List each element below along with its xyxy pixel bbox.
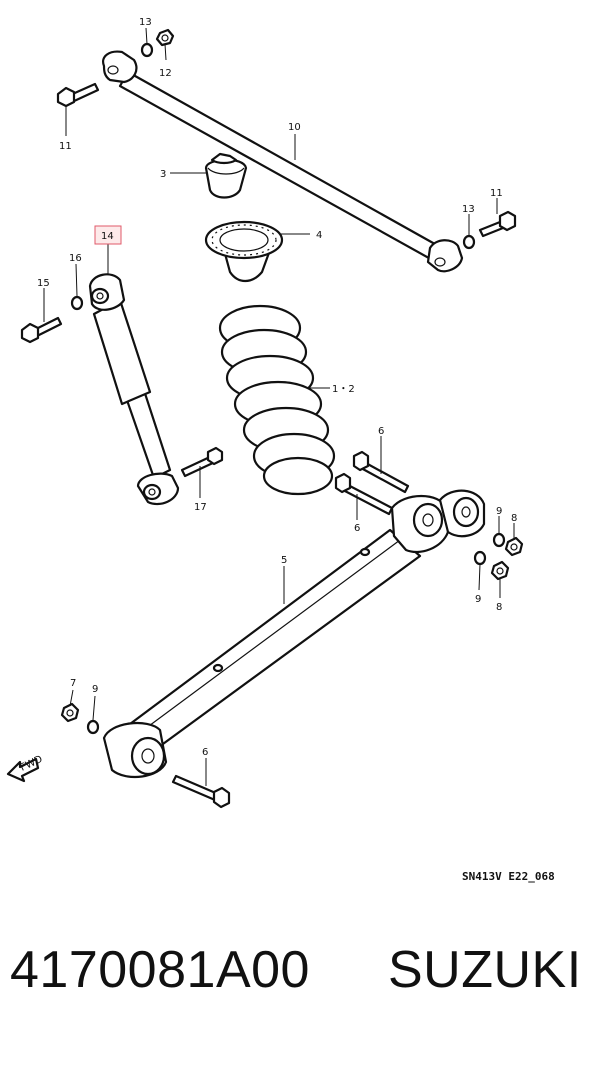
washer-9-left — [86, 719, 100, 735]
bolt-6-lower — [334, 472, 394, 516]
reference-code: SN413V E22_068 — [462, 870, 555, 883]
lateral-rod — [102, 50, 464, 273]
callout-10: 10 — [288, 122, 301, 133]
parts-diagram: FWD 13 12 11 10 3 11 13 4 — [6, 17, 555, 883]
nut-7 — [60, 702, 80, 723]
shock-absorber — [88, 273, 180, 506]
product-caption: 4170081A00 SUZUKI — [0, 940, 600, 1030]
callout-8b: 8 — [496, 602, 502, 613]
callout-6c: 6 — [202, 747, 208, 758]
coil-spring — [218, 304, 336, 496]
bolt-6-bottom — [171, 774, 231, 809]
spring-seat — [204, 220, 284, 283]
callout-8a: 8 — [511, 513, 517, 524]
callout-16: 16 — [69, 253, 82, 264]
brand-name: SUZUKI — [388, 941, 582, 999]
bolt-17 — [180, 446, 224, 478]
bolt-6-upper — [352, 450, 410, 494]
part-number: 4170081A00 — [10, 941, 310, 999]
leader-lines — [43, 27, 515, 786]
callout-14: 14 — [101, 231, 114, 242]
trailing-arm — [102, 489, 486, 778]
washer-16 — [70, 295, 84, 311]
callout-12: 12 — [159, 68, 172, 79]
callout-5: 5 — [281, 555, 287, 566]
washer-9-lower — [473, 550, 487, 566]
callout-15: 15 — [37, 278, 50, 289]
highlight-box — [94, 225, 122, 245]
callout-6a: 6 — [378, 426, 384, 437]
nut-8-upper — [504, 536, 524, 557]
callout-1-2: 1・2 — [332, 384, 355, 395]
callout-11a: 11 — [59, 141, 72, 152]
callout-9c: 9 — [92, 684, 98, 695]
nut-8-lower — [490, 560, 510, 581]
bump-stop — [204, 152, 248, 199]
bolt-15 — [20, 316, 63, 344]
callout-9a: 9 — [496, 506, 502, 517]
bolt-11-top — [56, 82, 100, 108]
callout-6b: 6 — [354, 523, 360, 534]
callout-13b: 13 — [462, 204, 475, 215]
callout-7: 7 — [70, 678, 76, 689]
callout-13a: 13 — [139, 17, 152, 28]
callout-9b: 9 — [475, 594, 481, 605]
callout-17: 17 — [194, 502, 207, 513]
fwd-arrow-icon — [6, 757, 40, 783]
callouts: 13 12 11 10 3 11 13 4 14 16 15 1・2 6 17 … — [37, 17, 517, 758]
callout-4: 4 — [316, 230, 322, 241]
bolt-11-right — [462, 210, 517, 250]
callout-3: 3 — [160, 169, 166, 180]
washer-9-upper — [492, 532, 506, 548]
callout-11b: 11 — [490, 188, 503, 199]
